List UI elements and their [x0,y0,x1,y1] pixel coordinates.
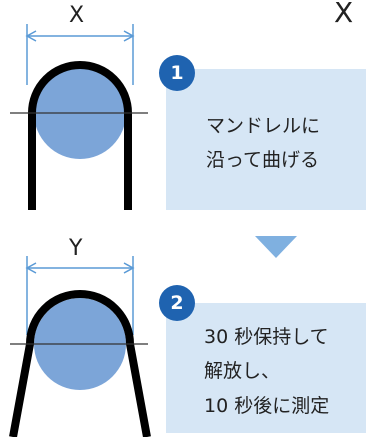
dim-x-arrow-left [25,30,37,42]
step-2-text-line1: 30 秒保持して [204,326,329,348]
specimen-released-bottom [9,290,151,437]
specimen-bent-top [28,61,132,210]
down-arrow-icon [255,236,297,258]
step-2-box [166,303,366,433]
corner-title-letter: X [334,0,354,29]
dim-y-arrow-right [123,262,135,274]
dim-x-arrow-right [123,30,135,42]
step-1-text-line2: 沿って曲げる [206,149,320,171]
step-1-box [166,69,366,210]
dim-y-arrow-left [25,262,37,274]
dim-x-label: X [69,3,85,28]
dim-y-label: Y [69,236,83,261]
step-2-badge: 2 [159,285,195,321]
step-2-text-line3: 10 秒後に測定 [204,395,330,417]
step-1-badge: 1 [159,55,195,91]
step-2-text-line2: 解放し、 [204,360,281,382]
step-1-text-line1: マンドレルに [206,115,321,137]
